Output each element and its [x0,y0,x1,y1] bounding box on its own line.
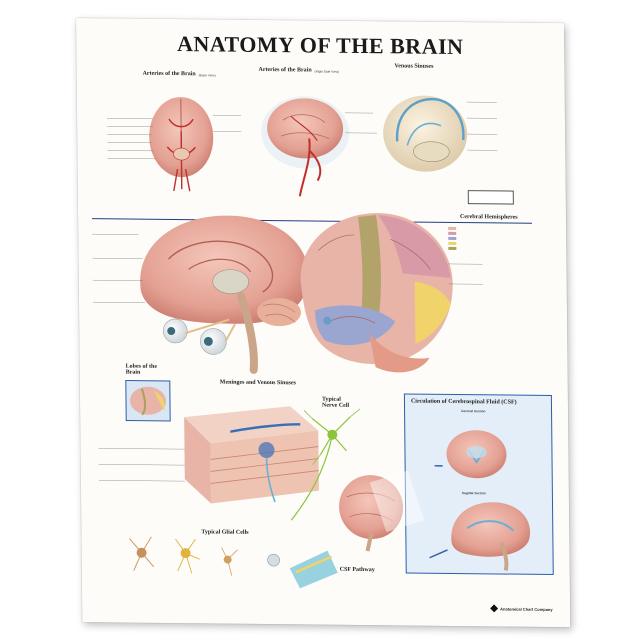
lobes-of-brain [125,380,171,422]
eyeball-illustration [163,318,237,355]
csf-arrow-lower [429,549,448,559]
csf-coronal-brain [446,430,507,479]
glial-cell-illustration [129,536,338,589]
csf-pathway-brain [339,470,425,552]
csf-sagittal-brain [451,502,531,572]
venous-sinuses-skull [383,95,468,172]
illustrations [92,95,531,589]
cerebral-hemisphere [300,213,453,373]
annotation-leaders [92,101,498,482]
neuron-illustration [290,408,361,521]
sagittal-brain [140,215,309,374]
brain-right-view [261,96,350,197]
publisher-logo-icon [490,604,499,613]
meninges-block [184,406,319,504]
anatomy-poster: ANATOMY OF THE BRAIN Arteries of the Bra… [76,18,571,628]
publisher-logo: Anatomical Chart Company [490,604,553,613]
brain-base-view [149,97,214,192]
